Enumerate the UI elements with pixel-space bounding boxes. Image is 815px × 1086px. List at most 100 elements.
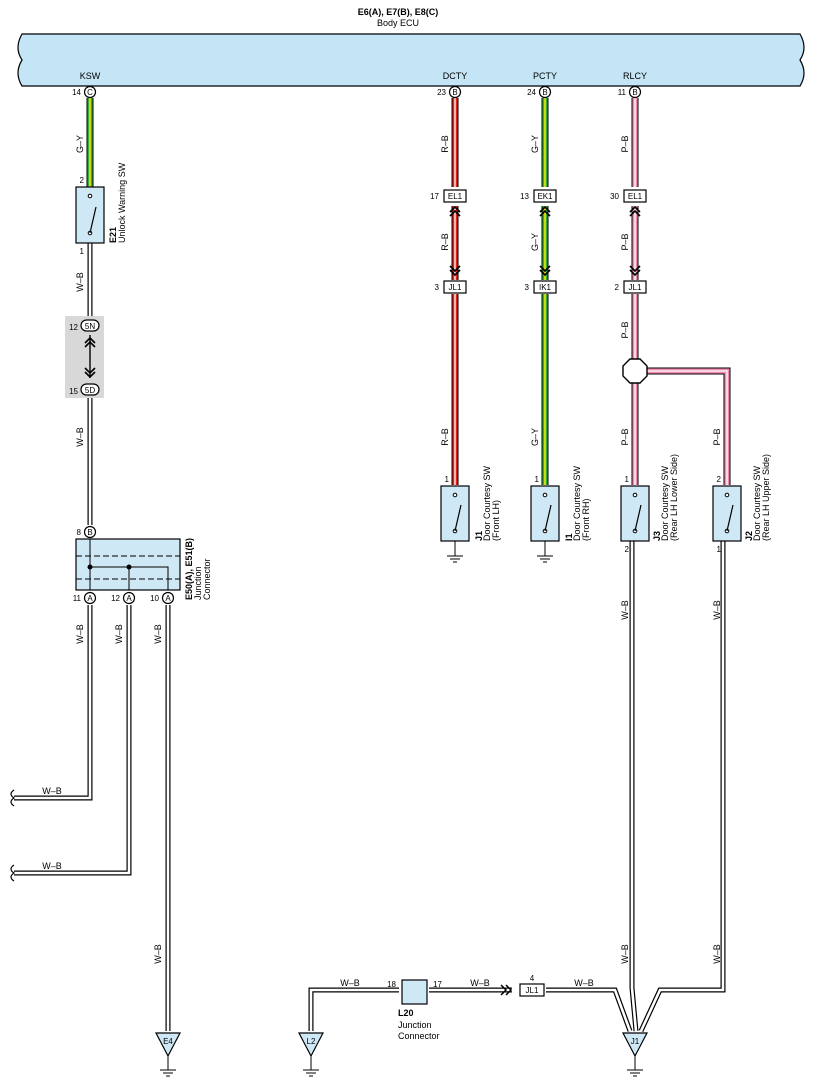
label-wb-11: W–B bbox=[620, 944, 630, 964]
label-wb-7: W–B bbox=[42, 786, 62, 796]
inline-bottom-pin: 15 bbox=[69, 387, 78, 396]
ecu-connectors: E6(A), E7(B), E8(C) bbox=[358, 7, 439, 17]
door-switch-j1: 1 J1 Door Courtesy SW (Front LH) bbox=[440, 465, 501, 563]
label-wb-3: W–B bbox=[75, 624, 85, 644]
wire-break-markers bbox=[10, 789, 16, 882]
junction-pin-11: 11 bbox=[73, 594, 82, 603]
ground-j1: J1 bbox=[622, 1032, 648, 1077]
j3-name: Door Courtesy SW bbox=[660, 465, 670, 541]
label-wb-14: W–B bbox=[470, 978, 490, 988]
label-rb-3: R–B bbox=[440, 428, 450, 446]
wire-labels: G–Y W–B W–B W–B W–B W–B W–B W–B W–B R–B … bbox=[42, 135, 722, 988]
ecu-name: Body ECU bbox=[377, 18, 419, 28]
switch-contact-icon bbox=[634, 504, 642, 532]
pin-dcty-letter: B bbox=[452, 88, 457, 97]
ground-icon bbox=[626, 1061, 644, 1077]
l20-name-2: Connector bbox=[398, 1031, 440, 1041]
ecu-box bbox=[17, 33, 805, 87]
label-wb-5: W–B bbox=[153, 624, 163, 644]
label-wb-8: W–B bbox=[42, 861, 62, 871]
door-switch-i1: 1 I1 Door Courtesy SW (Front RH) bbox=[530, 465, 591, 563]
wires bbox=[14, 98, 731, 1033]
l20-name-1: Junction bbox=[398, 1020, 432, 1030]
unlock-sw-name: Unlock Warning SW bbox=[117, 162, 127, 243]
label-rb-2: R–B bbox=[440, 233, 450, 251]
label-gy-2: G–Y bbox=[530, 233, 540, 251]
unlock-sw-pin-top: 2 bbox=[80, 176, 85, 185]
label-wb-4: W–B bbox=[114, 624, 124, 644]
terminal-pcty: PCTY bbox=[533, 71, 557, 81]
label-pb-4: P–B bbox=[620, 428, 630, 445]
door-switch-j2: 2 1 J2 Door Courtesy SW (Rear LH Upper S… bbox=[712, 454, 771, 554]
label-pb-1: P–B bbox=[620, 135, 630, 152]
i1-code: I1 bbox=[564, 533, 574, 541]
i1-name: Door Courtesy SW bbox=[572, 465, 582, 541]
l20-pin-left: 18 bbox=[387, 980, 396, 989]
l20-code: L20 bbox=[398, 1008, 414, 1018]
jl1b-code: JL1 bbox=[629, 283, 642, 292]
jl1a-pin: 3 bbox=[435, 283, 440, 292]
label-wb-10: W–B bbox=[712, 600, 722, 620]
j2-code: J2 bbox=[744, 531, 754, 541]
i1-pin-top: 1 bbox=[535, 475, 540, 484]
pin-pcty-number: 24 bbox=[527, 88, 536, 97]
jl1b-pin: 2 bbox=[615, 283, 620, 292]
ground-l2: L2 bbox=[298, 1032, 324, 1077]
junction-name-2: Connector bbox=[202, 558, 212, 600]
wire-rlcy-pb bbox=[631, 98, 731, 485]
ek1-pin: 13 bbox=[520, 192, 529, 201]
j1-sub: (Front LH) bbox=[491, 500, 501, 541]
j3-sub: (Rear LH Lower Side) bbox=[669, 454, 679, 541]
pin-pcty: 24 B bbox=[527, 85, 552, 99]
j3-pin-top: 1 bbox=[625, 475, 630, 484]
l20-box bbox=[401, 979, 428, 1005]
junction-letter-11: A bbox=[87, 594, 93, 603]
label-wb-9: W–B bbox=[620, 600, 630, 620]
junction-letter-12: A bbox=[126, 594, 132, 603]
pin-ksw-letter: C bbox=[87, 88, 93, 97]
switch-contact-icon bbox=[544, 504, 552, 532]
pin-ksw: 14 C bbox=[72, 85, 97, 99]
ecu-pins: 14 C 23 B 24 B 11 B bbox=[72, 85, 642, 99]
wire-wb-junction-outputs bbox=[14, 605, 171, 1031]
junction-pin-12: 12 bbox=[111, 594, 120, 603]
label-pb-5: P–B bbox=[712, 428, 722, 445]
j1-code: J1 bbox=[474, 531, 484, 541]
pin-dcty-number: 23 bbox=[437, 88, 446, 97]
junction-connector-e50-e51: 8 B 11 A 12 A 10 A E50(A), E51(B) Juncti… bbox=[73, 525, 212, 605]
l20-pin-right: 17 bbox=[433, 980, 442, 989]
ek1-code: EK1 bbox=[537, 192, 553, 201]
ground-point-icon bbox=[298, 1032, 324, 1058]
terminal-dcty: DCTY bbox=[443, 71, 468, 81]
pin-rlcy-letter: B bbox=[632, 88, 637, 97]
inline-top-code: 5N bbox=[85, 322, 95, 331]
connector-jl1-bottom: 4 JL1 bbox=[500, 974, 545, 997]
junction-box bbox=[75, 538, 181, 591]
jl1c-pin: 4 bbox=[530, 974, 535, 983]
pin-pcty-letter: B bbox=[542, 88, 547, 97]
wire-wb-return bbox=[308, 541, 726, 1033]
door-switch-j3: 1 2 J3 Door Courtesy SW (Rear LH Lower S… bbox=[620, 454, 679, 554]
ground-icon bbox=[302, 1061, 320, 1077]
el1b-code: EL1 bbox=[628, 192, 643, 201]
label-pb-2: P–B bbox=[620, 233, 630, 250]
jl1a-code: JL1 bbox=[449, 283, 462, 292]
j2-pin-top: 2 bbox=[717, 475, 722, 484]
ik1-pin: 3 bbox=[525, 283, 530, 292]
label-pb-3: P–B bbox=[620, 321, 630, 338]
ik1-code: IK1 bbox=[539, 283, 552, 292]
ground-icon bbox=[159, 1061, 177, 1077]
inline-bottom-code: 5D bbox=[85, 386, 95, 395]
chevron-right-icon bbox=[500, 984, 513, 996]
label-wb-1: W–B bbox=[75, 272, 85, 292]
label-wb-13: W–B bbox=[340, 978, 360, 988]
j2-pin-bottom: 1 bbox=[717, 545, 722, 554]
switch-contact-icon bbox=[726, 504, 734, 532]
junction-top-pin: 8 bbox=[77, 528, 82, 537]
pin-rlcy: 11 B bbox=[618, 85, 642, 99]
pin-dcty: 23 B bbox=[437, 85, 462, 99]
j2-sub: (Rear LH Upper Side) bbox=[761, 454, 771, 541]
ground-icon bbox=[536, 547, 554, 563]
switch-contact-icon bbox=[454, 504, 462, 532]
